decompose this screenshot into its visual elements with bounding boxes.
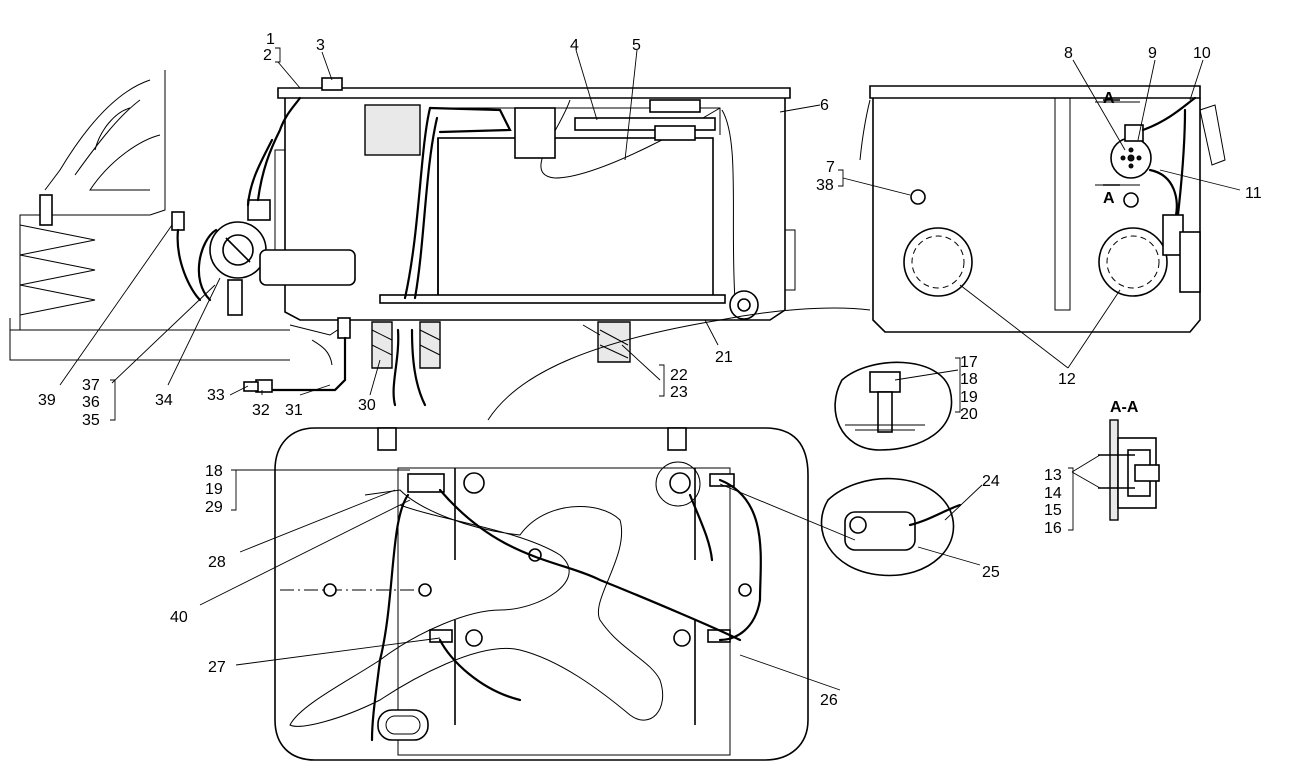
wire-main-3 [428, 106, 512, 134]
callout-28: 28 [208, 554, 226, 571]
battery-box-front-view [243, 77, 796, 407]
callout-9: 9 [1148, 45, 1157, 62]
callout-26: 26 [820, 692, 838, 709]
callout-30: 30 [358, 397, 376, 414]
callout-22: 22 [670, 367, 688, 384]
wire-main-2 [413, 116, 439, 300]
callout-5: 5 [632, 37, 641, 54]
callout-24: 24 [982, 473, 1000, 490]
cab-background [9, 70, 290, 361]
callout-21: 21 [715, 349, 733, 366]
detail-view-17-20 [834, 361, 953, 451]
section-mark-top: A [1103, 90, 1115, 107]
callout-labels: 1 2 3 4 5 6 7 38 8 9 10 11 12 17 18 19 2… [38, 31, 1262, 709]
callout-35: 35 [82, 412, 100, 429]
leader-lines [59, 47, 1241, 691]
callout-19-bottom: 19 [205, 481, 223, 498]
callout-1: 1 [266, 31, 275, 48]
callout-19-top: 19 [960, 389, 978, 406]
callout-34: 34 [155, 392, 173, 409]
callout-36: 36 [82, 394, 100, 411]
callout-37: 37 [82, 377, 100, 394]
callout-3: 3 [316, 37, 325, 54]
callout-27: 27 [208, 659, 226, 676]
callout-31: 31 [285, 402, 303, 419]
callout-40: 40 [170, 609, 188, 626]
battery-box-side-view [859, 85, 1226, 333]
callout-23: 23 [670, 384, 688, 401]
callout-20: 20 [960, 406, 978, 423]
callout-32: 32 [252, 402, 270, 419]
callout-38: 38 [816, 177, 834, 194]
section-a-a-view [1098, 419, 1160, 521]
callout-25: 25 [982, 564, 1000, 581]
callout-17: 17 [960, 354, 978, 371]
callout-16: 16 [1044, 520, 1062, 537]
callout-8: 8 [1064, 45, 1073, 62]
callout-2: 2 [263, 47, 272, 64]
callout-13: 13 [1044, 467, 1062, 484]
callout-33: 33 [207, 387, 225, 404]
wire-main-1 [403, 106, 432, 300]
callout-6: 6 [820, 97, 829, 114]
callout-14: 14 [1044, 485, 1062, 502]
callout-12: 12 [1058, 371, 1076, 388]
callout-7: 7 [826, 159, 835, 176]
detail-view-24-25 [820, 477, 962, 577]
callout-18-bottom: 18 [205, 463, 223, 480]
section-mark-bottom: A [1103, 190, 1115, 207]
callout-10: 10 [1193, 45, 1211, 62]
switch-assembly-34 [171, 96, 356, 316]
callout-15: 15 [1044, 502, 1062, 519]
callout-29: 29 [205, 499, 223, 516]
section-title-a-a: A-A [1110, 399, 1139, 416]
callout-11: 11 [1245, 185, 1262, 202]
callout-4: 4 [570, 37, 579, 54]
callout-18-top: 18 [960, 371, 978, 388]
battery-box-plan-view [274, 307, 871, 761]
callout-39: 39 [38, 392, 56, 409]
